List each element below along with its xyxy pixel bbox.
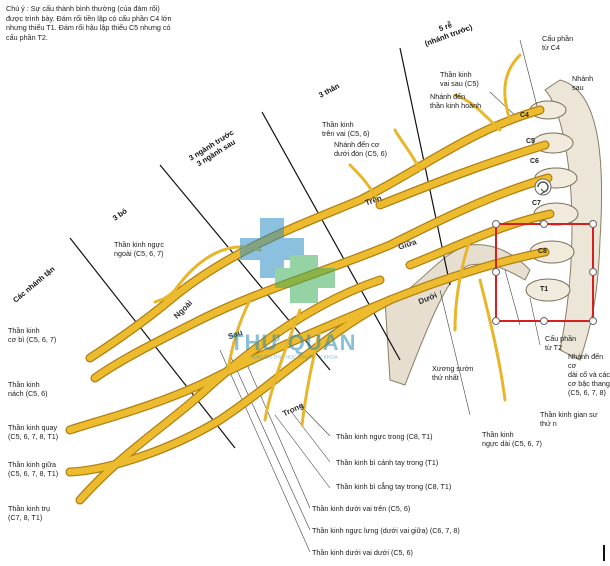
label-quay: Thần kinh quay (C5, 6, 7, 8, T1) <box>8 423 59 441</box>
label-bi-cang-tay: Thần kinh bì cẳng tay trong (C8, T1) <box>336 482 452 491</box>
label-nguc-dai: Thần kinh ngực dài (C5, 6, 7) <box>482 430 542 448</box>
vertebra-label-c5: C5 <box>526 138 535 145</box>
resize-handle-bottom-middle[interactable] <box>540 317 548 325</box>
note-text: Chú ý : Sự cấu thành bình thường (của đá… <box>6 4 172 42</box>
label-duoi-vai-duoi: Thần kinh dưới vai dưới (C5, 6) <box>312 548 413 557</box>
watermark-subtext: KHO ÔN THI - HỌC THUẬT - Y KHOA <box>252 355 338 361</box>
vertebra-label-c8: C8 <box>538 248 547 255</box>
label-nguc-trong: Thần kinh ngực trong (C8, T1) <box>336 432 433 441</box>
label-nguc-ngoai: Thần kinh ngực ngoài (C5, 6, 7) <box>114 240 164 258</box>
label-bi-canh-tay: Thần kinh bì cánh tay trong (T1) <box>336 458 439 467</box>
first-rib <box>384 244 531 386</box>
vertebral-column <box>525 79 603 361</box>
watermark-logo <box>240 218 335 303</box>
text-cursor <box>603 545 605 561</box>
resize-handle-middle-left[interactable] <box>492 268 500 276</box>
label-nhanh-co-dai: Nhánh đến cơ dài cổ và các cơ bậc thang … <box>568 352 610 397</box>
label-cau-phan-t2: Cấu phần từ T2 <box>545 334 577 352</box>
vertebra-label-t1: T1 <box>540 286 549 293</box>
vertebra-label-c6: C6 <box>530 158 539 165</box>
label-co-bi: Thần kinh cơ bì (C5, 6, 7) <box>8 326 57 344</box>
label-vai-sau: Thần kinh vai sau (C5) <box>440 70 479 88</box>
resize-handle-middle-right[interactable] <box>589 268 597 276</box>
label-nhanh-sau: Nhánh sau <box>572 74 594 92</box>
resize-handle-top-left[interactable] <box>492 220 500 228</box>
label-xuong-suon: Xương sườn thứ nhất <box>432 364 474 382</box>
label-duoi-vai-tren: Thần kinh dưới vai trên (C5, 6) <box>312 504 411 513</box>
label-gian-suon: Thần kinh gian sư thứ n <box>540 410 598 428</box>
rotate-handle-icon[interactable] <box>534 178 552 196</box>
label-nach: Thần kinh nách (C5, 6) <box>8 380 48 398</box>
resize-handle-bottom-left[interactable] <box>492 317 500 325</box>
vertebra-label-c4: C4 <box>520 112 529 119</box>
label-tru: Thần kinh trụ (C7, 8, T1) <box>8 504 50 522</box>
label-nguc-lung: Thần kinh ngực lưng (dưới vai giữa) (C6,… <box>312 526 460 535</box>
resize-handle-top-right[interactable] <box>589 220 597 228</box>
resize-handle-top-middle[interactable] <box>540 220 548 228</box>
label-nhanh-hoanh: Nhánh đến thần kinh hoành <box>430 92 482 110</box>
label-tren-vai: Thần kinh trên vai (C5, 6) <box>322 120 370 138</box>
label-duoi-don: Nhánh đến cơ dưới đòn (C5, 6) <box>334 140 388 158</box>
label-cau-phan-c4: Cấu phần từ C4 <box>542 34 574 52</box>
resize-handle-bottom-right[interactable] <box>589 317 597 325</box>
label-giua: Thần kinh giữa (C5, 6, 7, 8, T1) <box>8 460 59 478</box>
vertebra-label-c7: C7 <box>532 200 541 207</box>
leader-lines <box>219 39 541 553</box>
watermark-text: THƯ QUÁN <box>230 330 357 355</box>
